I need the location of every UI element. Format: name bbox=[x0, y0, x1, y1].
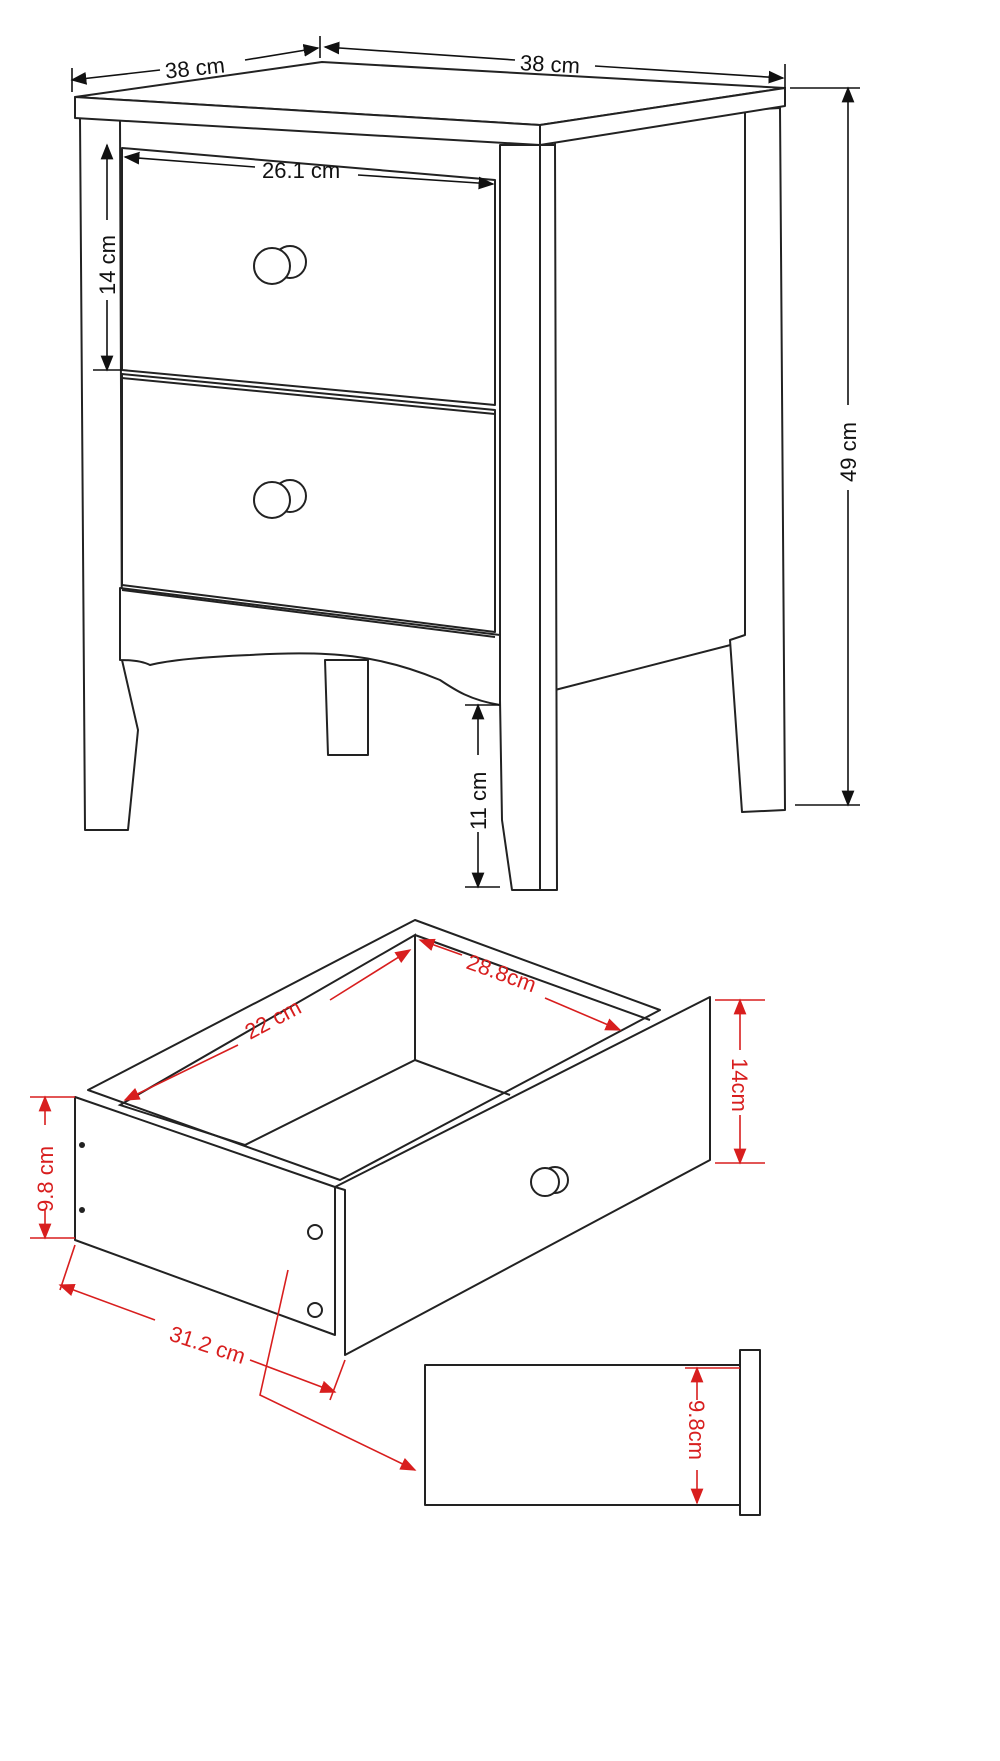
apron bbox=[119, 587, 501, 706]
back-left-leg bbox=[324, 659, 369, 756]
drawer-front bbox=[334, 996, 711, 1356]
right-front-leg bbox=[499, 144, 558, 891]
drawer-side bbox=[74, 1096, 336, 1336]
knob-icon bbox=[253, 245, 307, 285]
drawer-top bbox=[121, 147, 496, 406]
knob-icon bbox=[253, 479, 307, 519]
nightstand-drawing bbox=[74, 61, 786, 891]
drawer-back bbox=[87, 919, 661, 1181]
tabletop-side bbox=[539, 87, 786, 146]
leg-clearance-label: 11 cm bbox=[466, 772, 491, 830]
drawer-width-label: 26.1 cm bbox=[262, 158, 340, 183]
drawer-side-view bbox=[424, 1349, 761, 1516]
top-width-label: 38 cm bbox=[164, 52, 226, 83]
side-height-label: 9.8 cm bbox=[33, 1146, 58, 1212]
drawer-bottom bbox=[121, 373, 496, 633]
back-right-leg bbox=[729, 107, 786, 813]
side-panel bbox=[554, 99, 751, 691]
drawer-drawing bbox=[74, 919, 711, 1356]
knob-icon bbox=[530, 1166, 569, 1197]
outer-length-label: 31.2 cm bbox=[166, 1321, 248, 1369]
top-depth-label: 38 cm bbox=[519, 50, 580, 78]
side-view-height-label: 9.8cm bbox=[684, 1400, 709, 1460]
cabinet-dimensions: 38 cm 38 cm 26.1 cm 14 cm 49 cm 11 cm bbox=[70, 36, 861, 889]
front-height-label: 14cm bbox=[727, 1058, 752, 1112]
total-height-label: 49 cm bbox=[836, 422, 861, 482]
drawer-height-label: 14 cm bbox=[95, 235, 120, 295]
